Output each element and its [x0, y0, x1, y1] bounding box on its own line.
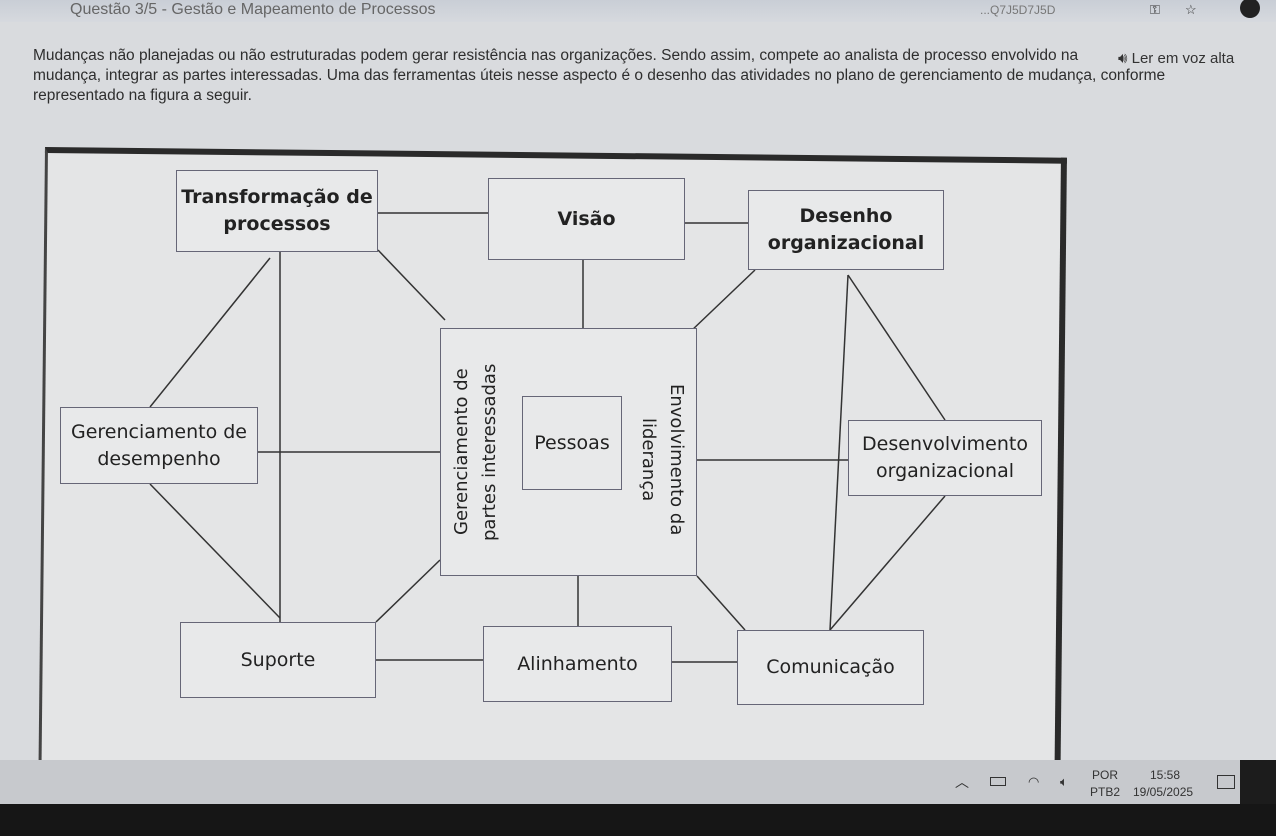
box-pessoas: Pessoas [522, 396, 622, 490]
question-text-block: Mudanças não planejadas ou não estrutura… [33, 46, 1258, 106]
box-suporte: Suporte [180, 622, 376, 698]
keyboard-layout[interactable]: PTB2 [1090, 785, 1121, 799]
label-gerenciamento-partes: Gerenciamento de partes interessadas [451, 363, 500, 541]
read-aloud-label: Ler em voz alta [1131, 50, 1235, 67]
address-fragment: ...Q7J5D7J5D [980, 3, 1056, 17]
avatar[interactable] [1240, 0, 1260, 18]
notification-icon[interactable] [1217, 775, 1235, 789]
battery-icon[interactable] [990, 777, 1006, 786]
box-desenvolvimento-organizacional: Desenvolvimento organizacional [848, 420, 1042, 496]
box-comunicacao: Comunicação [737, 630, 924, 705]
screen-bezel-bottom [0, 804, 1276, 836]
box-alinhamento: Alinhamento [483, 626, 672, 702]
box-desenho-organizacional: Desenho organizacional [748, 190, 944, 270]
language-indicator[interactable]: POR [1092, 768, 1119, 782]
speaker-icon: 🔊︎ [1118, 50, 1128, 67]
screen-bezel-right [1240, 760, 1276, 804]
key-icon[interactable]: ⚿ [1150, 2, 1160, 17]
box-transformacao-processos: Transformação de processos [176, 170, 378, 252]
taskbar: ︿ ◠ 🔈︎ POR PTB2 15:58 19/05/2025 [0, 760, 1240, 804]
volume-icon[interactable]: 🔈︎ [1060, 774, 1068, 789]
chevron-up-icon[interactable]: ︿ [955, 774, 969, 790]
box-visao: Visão [488, 178, 685, 260]
wifi-icon[interactable]: ◠ [1028, 774, 1040, 789]
read-aloud-button[interactable]: 🔊︎ Ler em voz alta [1118, 50, 1234, 68]
clock-time[interactable]: 15:58 [1150, 768, 1181, 782]
browser-top-bar: Questão 3/5 - Gestão e Mapeamento de Pro… [0, 0, 1276, 22]
label-envolvimento-lideranca: Envolvimento da liderança [638, 384, 687, 536]
box-gerenciamento-desempenho: Gerenciamento de desempenho [60, 407, 258, 484]
star-icon[interactable]: ☆ [1185, 2, 1197, 17]
clock-date[interactable]: 19/05/2025 [1133, 785, 1194, 799]
question-title: Questão 3/5 - Gestão e Mapeamento de Pro… [70, 1, 436, 18]
question-text: Mudanças não planejadas ou não estrutura… [33, 47, 1166, 104]
